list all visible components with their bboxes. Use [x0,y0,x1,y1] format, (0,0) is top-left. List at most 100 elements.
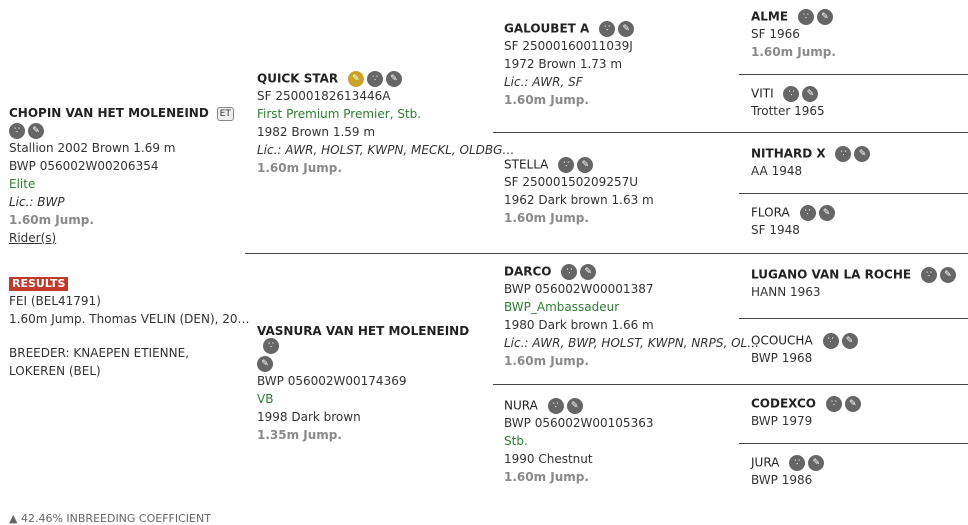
grandparent-registration: SF 25000160011039J [504,39,633,53]
pedigree-tree-icon[interactable]: ∵ [799,205,816,221]
great-grandparent-name[interactable]: OCOUCHA [751,333,813,348]
grandparent-card: DARCO ∵ ✎ BWP 056002W00001387 BWP_Ambass… [504,264,760,370]
great-grandparent-description: BWP 1968 [751,351,813,365]
grandparent-card: STELLA ∵ ✎ SF 25000150209257U 1962 Dark … [504,157,736,227]
inbreeding-icon: ▲ [9,512,18,525]
great-grandparent-name[interactable]: NITHARD X [751,146,826,161]
great-grandparent-level: 1.60m Jump. [751,45,836,59]
pedigree-tree-icon[interactable]: ∵ [920,267,937,283]
divider-ggp-5 [739,384,968,385]
great-grandparent-description: SF 1966 [751,27,800,41]
sire-name[interactable]: QUICK STAR [257,71,339,86]
pedigree-tree-icon[interactable]: ∵ [561,264,578,280]
dam-name[interactable]: VASNURA VAN HET MOLENEIND [257,324,470,338]
grandparent-card: GALOUBET A ∵ ✎ SF 25000160011039J 1972 B… [504,21,736,109]
et-badge: ET [216,106,234,121]
great-grandparent-name[interactable]: FLORA [751,205,790,220]
pedigree-tree-icon[interactable]: ∵ [825,396,842,412]
grandparent-level: 1.60m Jump. [504,470,589,484]
dam-panel: VASNURA VAN HET MOLENEIND ∵ ✎ BWP 056002… [257,324,487,444]
grandparent-level: 1.60m Jump. [504,93,589,107]
subject-predicate: Elite [9,176,36,191]
edit-pencil-icon[interactable]: ✎ [841,333,858,349]
pedigree-tree-icon[interactable]: ∵ [789,455,806,471]
subject-description: Stallion 2002 Brown 1.69 m [9,140,176,155]
breeder-text: BREEDER: KNAEPEN ETIENNE, LOKEREN (BEL) [9,346,190,378]
fei-id: FEI (BEL41791) [9,294,101,308]
great-grandparent-card: NITHARD X ∵ ✎ AA 1948 [751,146,966,180]
edit-pencil-icon[interactable]: ✎ [618,21,635,37]
great-grandparent-name[interactable]: ALME [751,9,789,24]
divider-ggp-3 [739,193,968,194]
sire-level: 1.60m Jump. [257,161,342,175]
great-grandparent-description: AA 1948 [751,164,803,178]
edit-pencil-icon[interactable]: ✎ [939,267,956,283]
great-grandparent-name[interactable]: JURA [751,455,780,470]
subject-panel: CHOPIN VAN HET MOLENEIND ET ∵ ✎ Stallion… [9,106,245,247]
edit-pencil-icon[interactable]: ✎ [580,264,597,280]
grandparent-name[interactable]: STELLA [504,157,549,172]
great-grandparent-description: HANN 1963 [751,285,821,299]
great-grandparent-card: OCOUCHA ∵ ✎ BWP 1968 [751,333,966,367]
grandparent-name[interactable]: NURA [504,398,538,413]
edit-pencil-icon[interactable]: ✎ [844,396,861,412]
dam-description: 1998 Dark brown [257,410,361,424]
pedigree-tree-icon[interactable]: ∵ [822,333,839,349]
result-line[interactable]: 1.60m Jump. Thomas VELIN (DEN), 20… [9,312,250,326]
pedigree-tree-icon[interactable]: ∵ [797,9,814,25]
grandparent-predicate: BWP_Ambassadeur [504,300,620,314]
pedigree-tree-icon[interactable]: ∵ [835,146,852,162]
great-grandparent-card: ALME ∵ ✎ SF 1966 1.60m Jump. [751,9,966,61]
great-grandparent-description: BWP 1979 [751,414,813,428]
great-grandparent-name[interactable]: VITI [751,86,774,101]
edit-pencil-icon[interactable]: ✎ [577,157,594,173]
subject-name[interactable]: CHOPIN VAN HET MOLENEIND [9,106,209,120]
star-edit-icon[interactable]: ✎ [347,71,364,87]
riders-link[interactable]: Rider(s) [9,230,57,245]
pedigree-tree-icon[interactable]: ∵ [558,157,575,173]
grandparent-description: 1980 Dark brown 1.66 m [504,318,654,332]
edit-pencil-icon[interactable]: ✎ [566,398,583,414]
pedigree-tree-icon[interactable]: ∵ [547,398,564,414]
pedigree-tree-icon[interactable]: ∵ [783,86,800,102]
edit-pencil-icon[interactable]: ✎ [385,71,402,87]
divider-gp-1 [493,132,739,133]
divider-ggp-2 [739,132,968,133]
edit-pencil-icon[interactable]: ✎ [28,122,44,139]
great-grandparent-card: FLORA ∵ ✎ SF 1948 [751,205,966,239]
edit-pencil-icon[interactable]: ✎ [854,146,871,162]
sire-panel: QUICK STAR ✎ ∵ ✎ SF 25000182613446A Firs… [257,71,515,177]
edit-pencil-icon[interactable]: ✎ [808,455,825,471]
edit-pencil-icon[interactable]: ✎ [816,9,833,25]
edit-pencil-icon[interactable]: ✎ [802,86,819,102]
grandparent-level: 1.60m Jump. [504,354,589,368]
edit-pencil-icon[interactable]: ✎ [818,205,835,221]
great-grandparent-name[interactable]: CODEXCO [751,396,816,411]
divider-ggp-4 [739,318,968,319]
great-grandparent-card: CODEXCO ∵ ✎ BWP 1979 [751,396,966,430]
divider-ggp-1 [739,74,968,75]
grandparent-registration: BWP 056002W00001387 [504,282,654,296]
pedigree-tree-icon[interactable]: ∵ [366,71,383,87]
great-grandparent-description: Trotter 1965 [751,104,825,118]
grandparent-licence: Lic.: AWR, BWP, HOLST, KWPN, NRPS, OL… [504,336,760,350]
grandparent-name[interactable]: DARCO [504,264,552,279]
grandparent-name[interactable]: GALOUBET A [504,21,590,36]
inbreeding-text: 42.46% INBREEDING COEFFICIENT [20,512,211,525]
grandparent-card: NURA ∵ ✎ BWP 056002W00105363 Stb. 1990 C… [504,398,736,486]
pedigree-tree-icon[interactable]: ∵ [9,122,25,139]
pedigree-tree-icon[interactable]: ∵ [263,338,279,354]
sire-licence: Lic.: AWR, HOLST, KWPN, MECKL, OLDBG… [257,143,515,157]
inbreeding-footer: ▲ 42.46% INBREEDING COEFFICIENT [9,512,211,525]
grandparent-description: 1990 Chestnut [504,452,593,466]
edit-pencil-icon[interactable]: ✎ [257,356,273,372]
results-badge[interactable]: RESULTS [9,277,69,291]
divider-gp-2 [493,253,968,254]
grandparent-description: 1962 Dark brown 1.63 m [504,193,654,207]
great-grandparent-card: JURA ∵ ✎ BWP 1986 [751,455,966,489]
pedigree-tree-icon[interactable]: ∵ [599,21,616,37]
great-grandparent-name[interactable]: LUGANO VAN LA ROCHE [751,267,912,282]
sire-description: 1982 Brown 1.59 m [257,125,376,139]
sire-predicate: First Premium Premier, Stb. [257,107,422,121]
subject-licence: Lic.: BWP [9,194,65,209]
